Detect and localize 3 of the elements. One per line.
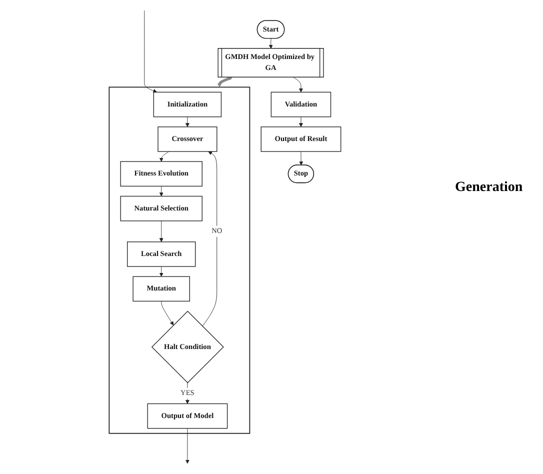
arrow [218,76,233,88]
cluster [108,86,250,434]
loop-label: Generation [455,180,524,196]
